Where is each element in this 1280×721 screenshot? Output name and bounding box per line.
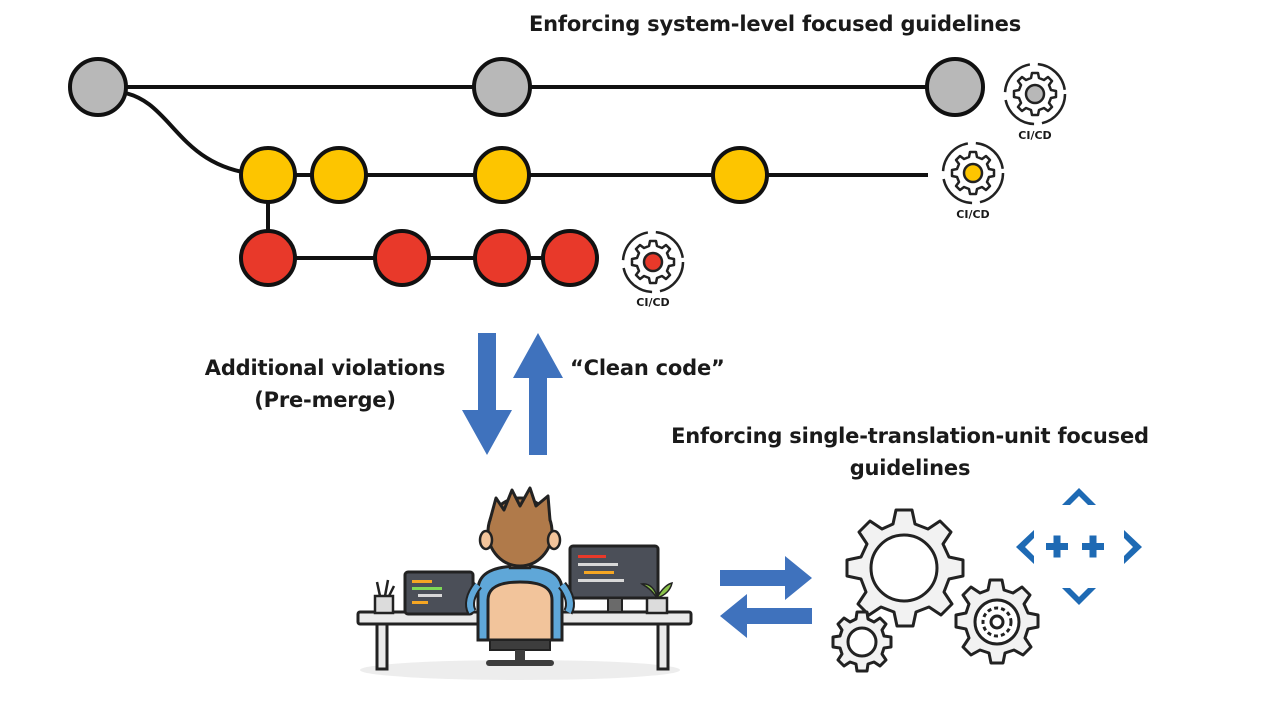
down-arrow-icon <box>462 333 512 455</box>
developer-illustration <box>356 486 693 680</box>
cicd-label-yellow: CI/CD <box>956 208 990 221</box>
commit-node <box>711 146 769 204</box>
gear-cicd-icon <box>1003 62 1067 126</box>
large-gear-icon <box>845 508 965 628</box>
main-commits <box>68 57 985 117</box>
single-tu-title: Enforcing single-translation-unit focuse… <box>660 420 1160 484</box>
pre-merge-violations-label: Additional violations (Pre-merge) <box>185 352 465 416</box>
cpp-logo-icon <box>1016 488 1142 605</box>
feature-branch-curve <box>119 90 266 177</box>
clean-code-label: “Clean code” <box>570 356 725 380</box>
pre-merge-line2: (Pre-merge) <box>254 388 396 412</box>
commit-node <box>310 146 368 204</box>
commit-node <box>239 146 297 204</box>
feature-commits <box>239 146 769 204</box>
gear-cicd-icon <box>621 230 685 294</box>
system-level-title: Enforcing system-level focused guideline… <box>529 12 1021 36</box>
single-tu-line2: guidelines <box>849 456 971 480</box>
commit-node <box>473 229 531 287</box>
medium-gear-icon <box>954 578 1040 665</box>
up-arrow-icon <box>513 333 563 455</box>
commit-node <box>373 229 431 287</box>
cicd-label-gray: CI/CD <box>1018 129 1052 142</box>
commit-node <box>239 229 297 287</box>
sub-commits <box>239 229 599 287</box>
gear-cicd-icon <box>941 141 1005 205</box>
gears-icon <box>831 508 1040 673</box>
cicd-label-red: CI/CD <box>636 296 670 309</box>
single-tu-line1: Enforcing single-translation-unit focuse… <box>671 424 1149 448</box>
commit-node <box>541 229 599 287</box>
pre-merge-line1: Additional violations <box>204 356 446 380</box>
small-gear-icon <box>831 610 893 673</box>
commit-node <box>473 146 531 204</box>
commit-node <box>925 57 985 117</box>
right-arrow-icon <box>720 556 812 600</box>
commit-node <box>472 57 532 117</box>
commit-node <box>68 57 128 117</box>
left-arrow-icon <box>720 594 812 638</box>
